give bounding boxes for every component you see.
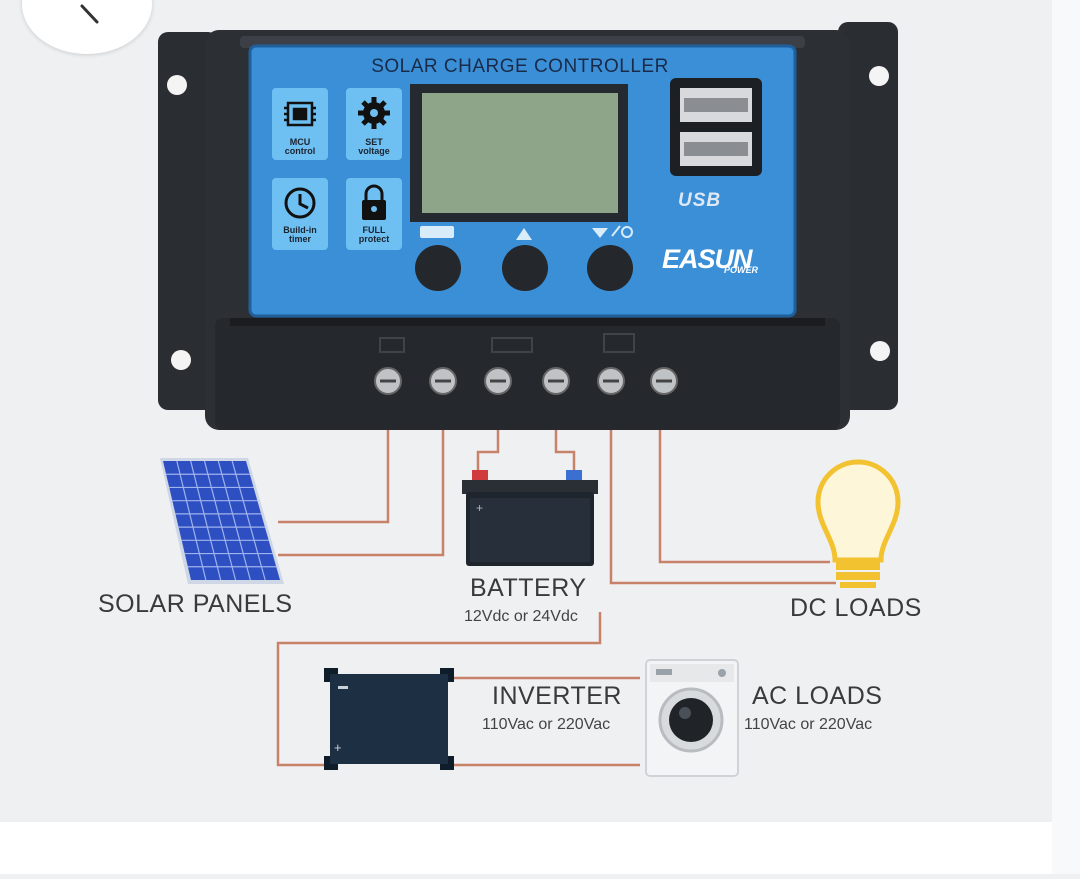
battery-label: BATTERY — [470, 574, 587, 603]
mount-hole — [869, 66, 889, 86]
svg-text:+: + — [476, 501, 483, 515]
scroll-edge — [1052, 0, 1080, 874]
inverter-spec: 110Vac or 220Vac — [482, 716, 610, 734]
ac-loads-label: AC LOADS — [752, 682, 882, 711]
mount-hole — [171, 350, 191, 370]
back-arrow-icon — [82, 6, 97, 22]
mount-hole — [167, 75, 187, 95]
solar-panel-icon — [160, 458, 284, 584]
caption-line: timer — [272, 235, 328, 244]
inverter-icon: + — [324, 668, 454, 770]
ac-loads-spec: 110Vac or 220Vac — [744, 716, 872, 734]
battery-icon: + — [462, 470, 598, 566]
gear-caption: SET voltage — [346, 138, 402, 156]
inverter-label: INVERTER — [492, 682, 622, 711]
menu-button — [415, 245, 461, 291]
caption-line: protect — [346, 235, 402, 244]
dc-loads-label: DC LOADS — [790, 594, 922, 623]
brand-sub: POWER — [724, 265, 758, 275]
charge-controller — [158, 22, 898, 430]
solar-panels-label: SOLAR PANELS — [98, 590, 293, 619]
caption-line: control — [272, 147, 328, 156]
terminal-block — [215, 318, 840, 430]
menu-symbol-icon — [420, 226, 454, 238]
lcd-screen — [422, 93, 618, 213]
battery-spec: 12Vdc or 24Vdc — [464, 608, 578, 626]
down-button — [587, 245, 633, 291]
svg-text:+: + — [334, 740, 342, 755]
clock-caption: Build-in timer — [272, 226, 328, 244]
bottom-bar — [0, 822, 1052, 874]
chip-caption: MCU control — [272, 138, 328, 156]
up-button — [502, 245, 548, 291]
caption-line: voltage — [346, 147, 402, 156]
controller-title: SOLAR CHARGE CONTROLLER — [350, 56, 690, 78]
back-button[interactable] — [22, 0, 152, 54]
lock-caption: FULL protect — [346, 226, 402, 244]
mount-hole — [870, 341, 890, 361]
washing-machine-icon — [646, 660, 738, 776]
usb-label: USB — [678, 190, 721, 212]
light-bulb-icon — [818, 462, 898, 588]
